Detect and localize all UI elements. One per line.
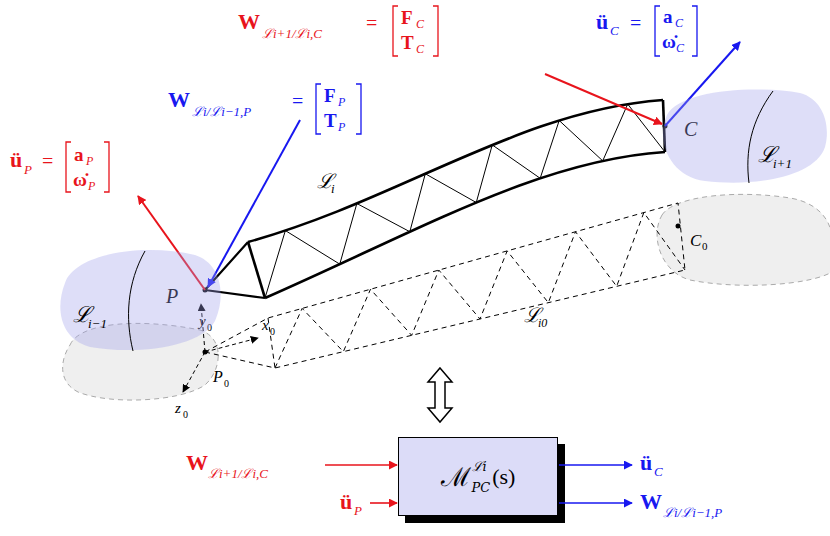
symbol-label: W — [640, 491, 662, 513]
subscript-label: P — [338, 121, 345, 133]
script-stack: ℒiPC — [472, 460, 491, 494]
output-arrow — [559, 464, 632, 466]
block-label: ℳℒiPC(s) — [441, 460, 516, 494]
input-arrow — [325, 464, 397, 466]
symbol-label: F — [324, 86, 336, 105]
model-block: ℳℒiPC(s) — [398, 437, 558, 516]
ghost-beam — [205, 203, 685, 368]
symbol-label: = — [42, 151, 53, 171]
matrix-bracket — [66, 6, 697, 192]
deformed-beam — [205, 100, 665, 298]
subscript-label: C — [416, 43, 424, 55]
wrench-arrow — [208, 120, 300, 287]
subscript-label: z — [175, 401, 181, 416]
subscript-label: ℒi/ℒi−1,P — [663, 506, 722, 519]
subscript-label: ℒi/ℒi−1,P — [192, 105, 251, 118]
subscript-label: 0 — [224, 379, 229, 389]
symbol-label: T — [324, 111, 337, 130]
symbol-label: W — [238, 11, 260, 33]
subscript-label: i−1 — [88, 317, 107, 330]
subscript-label: 0 — [270, 327, 275, 337]
subscript-label: 0 — [702, 241, 708, 252]
symbol-label: C — [690, 232, 701, 249]
body-region: ℒi−1 — [55, 243, 225, 355]
symbol-label: = — [292, 91, 303, 111]
input-arrow — [370, 502, 397, 504]
body-fill — [60, 250, 220, 350]
subscript-label: C — [416, 18, 424, 30]
subscript-label: C — [676, 42, 684, 54]
subscript-label: x — [262, 318, 269, 333]
equivalence-arrow — [428, 368, 452, 422]
body-joint-line — [129, 251, 145, 351]
subscript-label: P — [24, 163, 32, 176]
symbol-label: ü — [596, 11, 608, 33]
symbol-label: P — [213, 369, 223, 385]
symbol-label: ü — [10, 149, 22, 171]
symbol-label: ü — [340, 491, 352, 513]
subscript-label: i0 — [538, 317, 547, 329]
symbol-label: T — [401, 33, 414, 52]
truss-web — [275, 213, 685, 368]
body-joint-line — [748, 91, 773, 183]
subscript-label: ℒi+1/ℒi,C — [262, 27, 322, 40]
symbol-label: ü — [640, 452, 652, 474]
block-index: ℒi — [472, 460, 491, 473]
symbol-label: ω̇ — [73, 170, 87, 189]
wrench-arrow — [545, 74, 662, 124]
symbol-label: W — [168, 89, 190, 111]
subscript-label: ℒi+1/ℒi,C — [208, 467, 268, 480]
body-outline — [55, 243, 225, 355]
block-index: PC — [472, 481, 491, 494]
symbol-label: = — [630, 13, 641, 33]
origin-dot — [203, 350, 208, 355]
symbol-label: F — [401, 8, 413, 27]
truss-web — [265, 104, 665, 298]
symbol-label: a — [663, 7, 673, 26]
symbol-label: = — [366, 13, 377, 33]
point-dot — [676, 224, 681, 229]
laplace-variable: (s) — [492, 466, 515, 488]
output-arrow — [559, 502, 632, 504]
subscript-label: P — [88, 180, 95, 192]
subscript-label: C — [675, 17, 683, 29]
body-region: ℒi+1 — [655, 85, 827, 187]
body-outline — [655, 85, 827, 187]
subscript-label: C — [654, 465, 663, 478]
subscript-label: C — [610, 24, 619, 37]
subscript-label: P — [354, 504, 362, 517]
symbol-label: W — [186, 452, 208, 474]
subscript-label: P — [86, 155, 93, 167]
subscript-label: i — [331, 182, 335, 195]
symbol-label: a — [74, 145, 84, 164]
symbol-label: ω̇ — [662, 32, 676, 51]
body-fill — [663, 89, 827, 182]
block-symbol: ℳ — [441, 464, 471, 490]
subscript-label: P — [338, 96, 345, 108]
ghost-body — [657, 194, 830, 285]
subscript-label: 0 — [183, 410, 188, 420]
subscript-label: i+1 — [773, 157, 792, 170]
